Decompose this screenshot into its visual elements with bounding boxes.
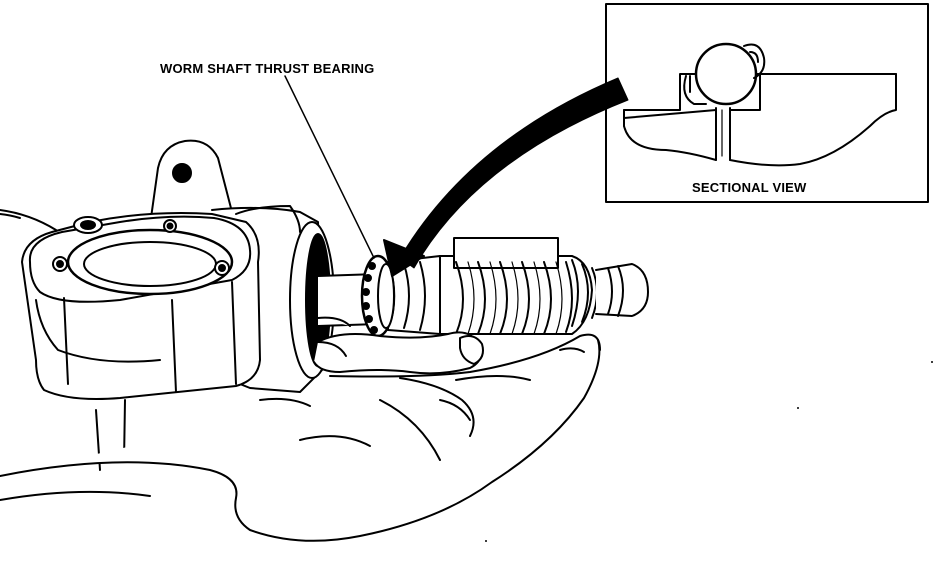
worm-shaft-thrust-bearing-label: WORM SHAFT THRUST BEARING: [160, 61, 375, 76]
curved-arrow: [383, 77, 629, 277]
sectional-view-inset: [605, 3, 929, 203]
thrust-bearing: [360, 254, 396, 338]
callout-leader-line: [284, 75, 375, 259]
hand: [0, 316, 601, 542]
sectional-view-label: SECTIONAL VIEW: [692, 180, 807, 195]
